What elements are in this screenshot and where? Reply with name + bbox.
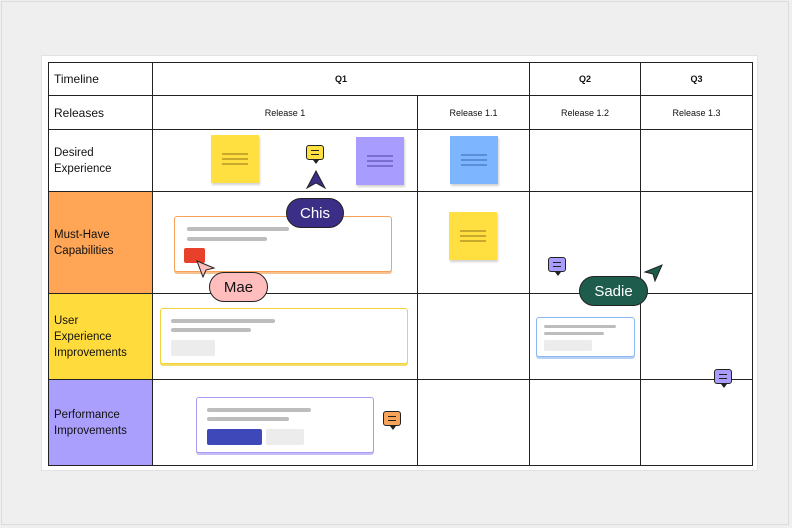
cell[interactable]: [153, 294, 418, 380]
cell[interactable]: [530, 294, 641, 380]
release-1-3-header: Release 1.3: [641, 96, 753, 130]
collaborator-cursor-label: Sadie: [579, 276, 648, 306]
cell[interactable]: [641, 380, 753, 466]
timeline-label: Timeline: [48, 62, 153, 96]
cell[interactable]: [530, 380, 641, 466]
release-1-2-header: Release 1.2: [530, 96, 641, 130]
cell[interactable]: [418, 294, 530, 380]
comment-icon[interactable]: [714, 369, 732, 388]
cell[interactable]: [641, 294, 753, 380]
collaborator-cursor-label: Chis: [286, 198, 344, 228]
release-1-1-header: Release 1.1: [418, 96, 530, 130]
roadmap-board: [41, 55, 758, 471]
cursor-arrow-icon: [196, 260, 216, 278]
primary-button-mock[interactable]: [207, 429, 262, 445]
cell[interactable]: [153, 380, 418, 466]
feature-card-blue[interactable]: [536, 317, 635, 357]
cell[interactable]: [418, 380, 530, 466]
releases-label: Releases: [48, 96, 153, 130]
sticky-note-yellow[interactable]: [211, 135, 259, 183]
row-label-must-have-capabilities: Must-Have Capabilities: [48, 192, 153, 294]
quarter-q1: Q1: [153, 62, 530, 96]
comment-icon[interactable]: [306, 145, 324, 164]
cell[interactable]: [641, 192, 753, 294]
collaborator-cursor-label: Mae: [209, 272, 268, 302]
cell[interactable]: [153, 192, 418, 294]
row-label-performance-improvements: Performance Improvements: [48, 380, 153, 466]
cell[interactable]: [153, 130, 418, 192]
quarter-q2: Q2: [530, 62, 641, 96]
sticky-note-blue[interactable]: [450, 136, 498, 184]
comment-icon[interactable]: [383, 411, 401, 430]
red-chip[interactable]: [184, 248, 205, 263]
feature-card-purple[interactable]: [196, 397, 374, 453]
cell[interactable]: [530, 130, 641, 192]
cursor-arrow-icon: [305, 170, 327, 190]
cell[interactable]: [418, 130, 530, 192]
cursor-arrow-icon: [643, 264, 663, 282]
quarter-q3: Q3: [641, 62, 753, 96]
row-label-user-experience-improvements: User Experience Improvements: [48, 294, 153, 380]
cell[interactable]: [418, 192, 530, 294]
roadmap-grid: Timeline Q1 Q2 Q3 Releases Release 1 Rel…: [48, 62, 753, 466]
sticky-note-yellow[interactable]: [449, 212, 497, 260]
row-label-desired-experience: Desired Experience: [48, 130, 153, 192]
feature-card-yellow[interactable]: [160, 308, 408, 364]
cell[interactable]: [641, 130, 753, 192]
feature-card-orange[interactable]: [174, 216, 392, 272]
comment-icon[interactable]: [548, 257, 566, 276]
release-1-header: Release 1: [153, 96, 418, 130]
sticky-note-purple[interactable]: [356, 137, 404, 185]
